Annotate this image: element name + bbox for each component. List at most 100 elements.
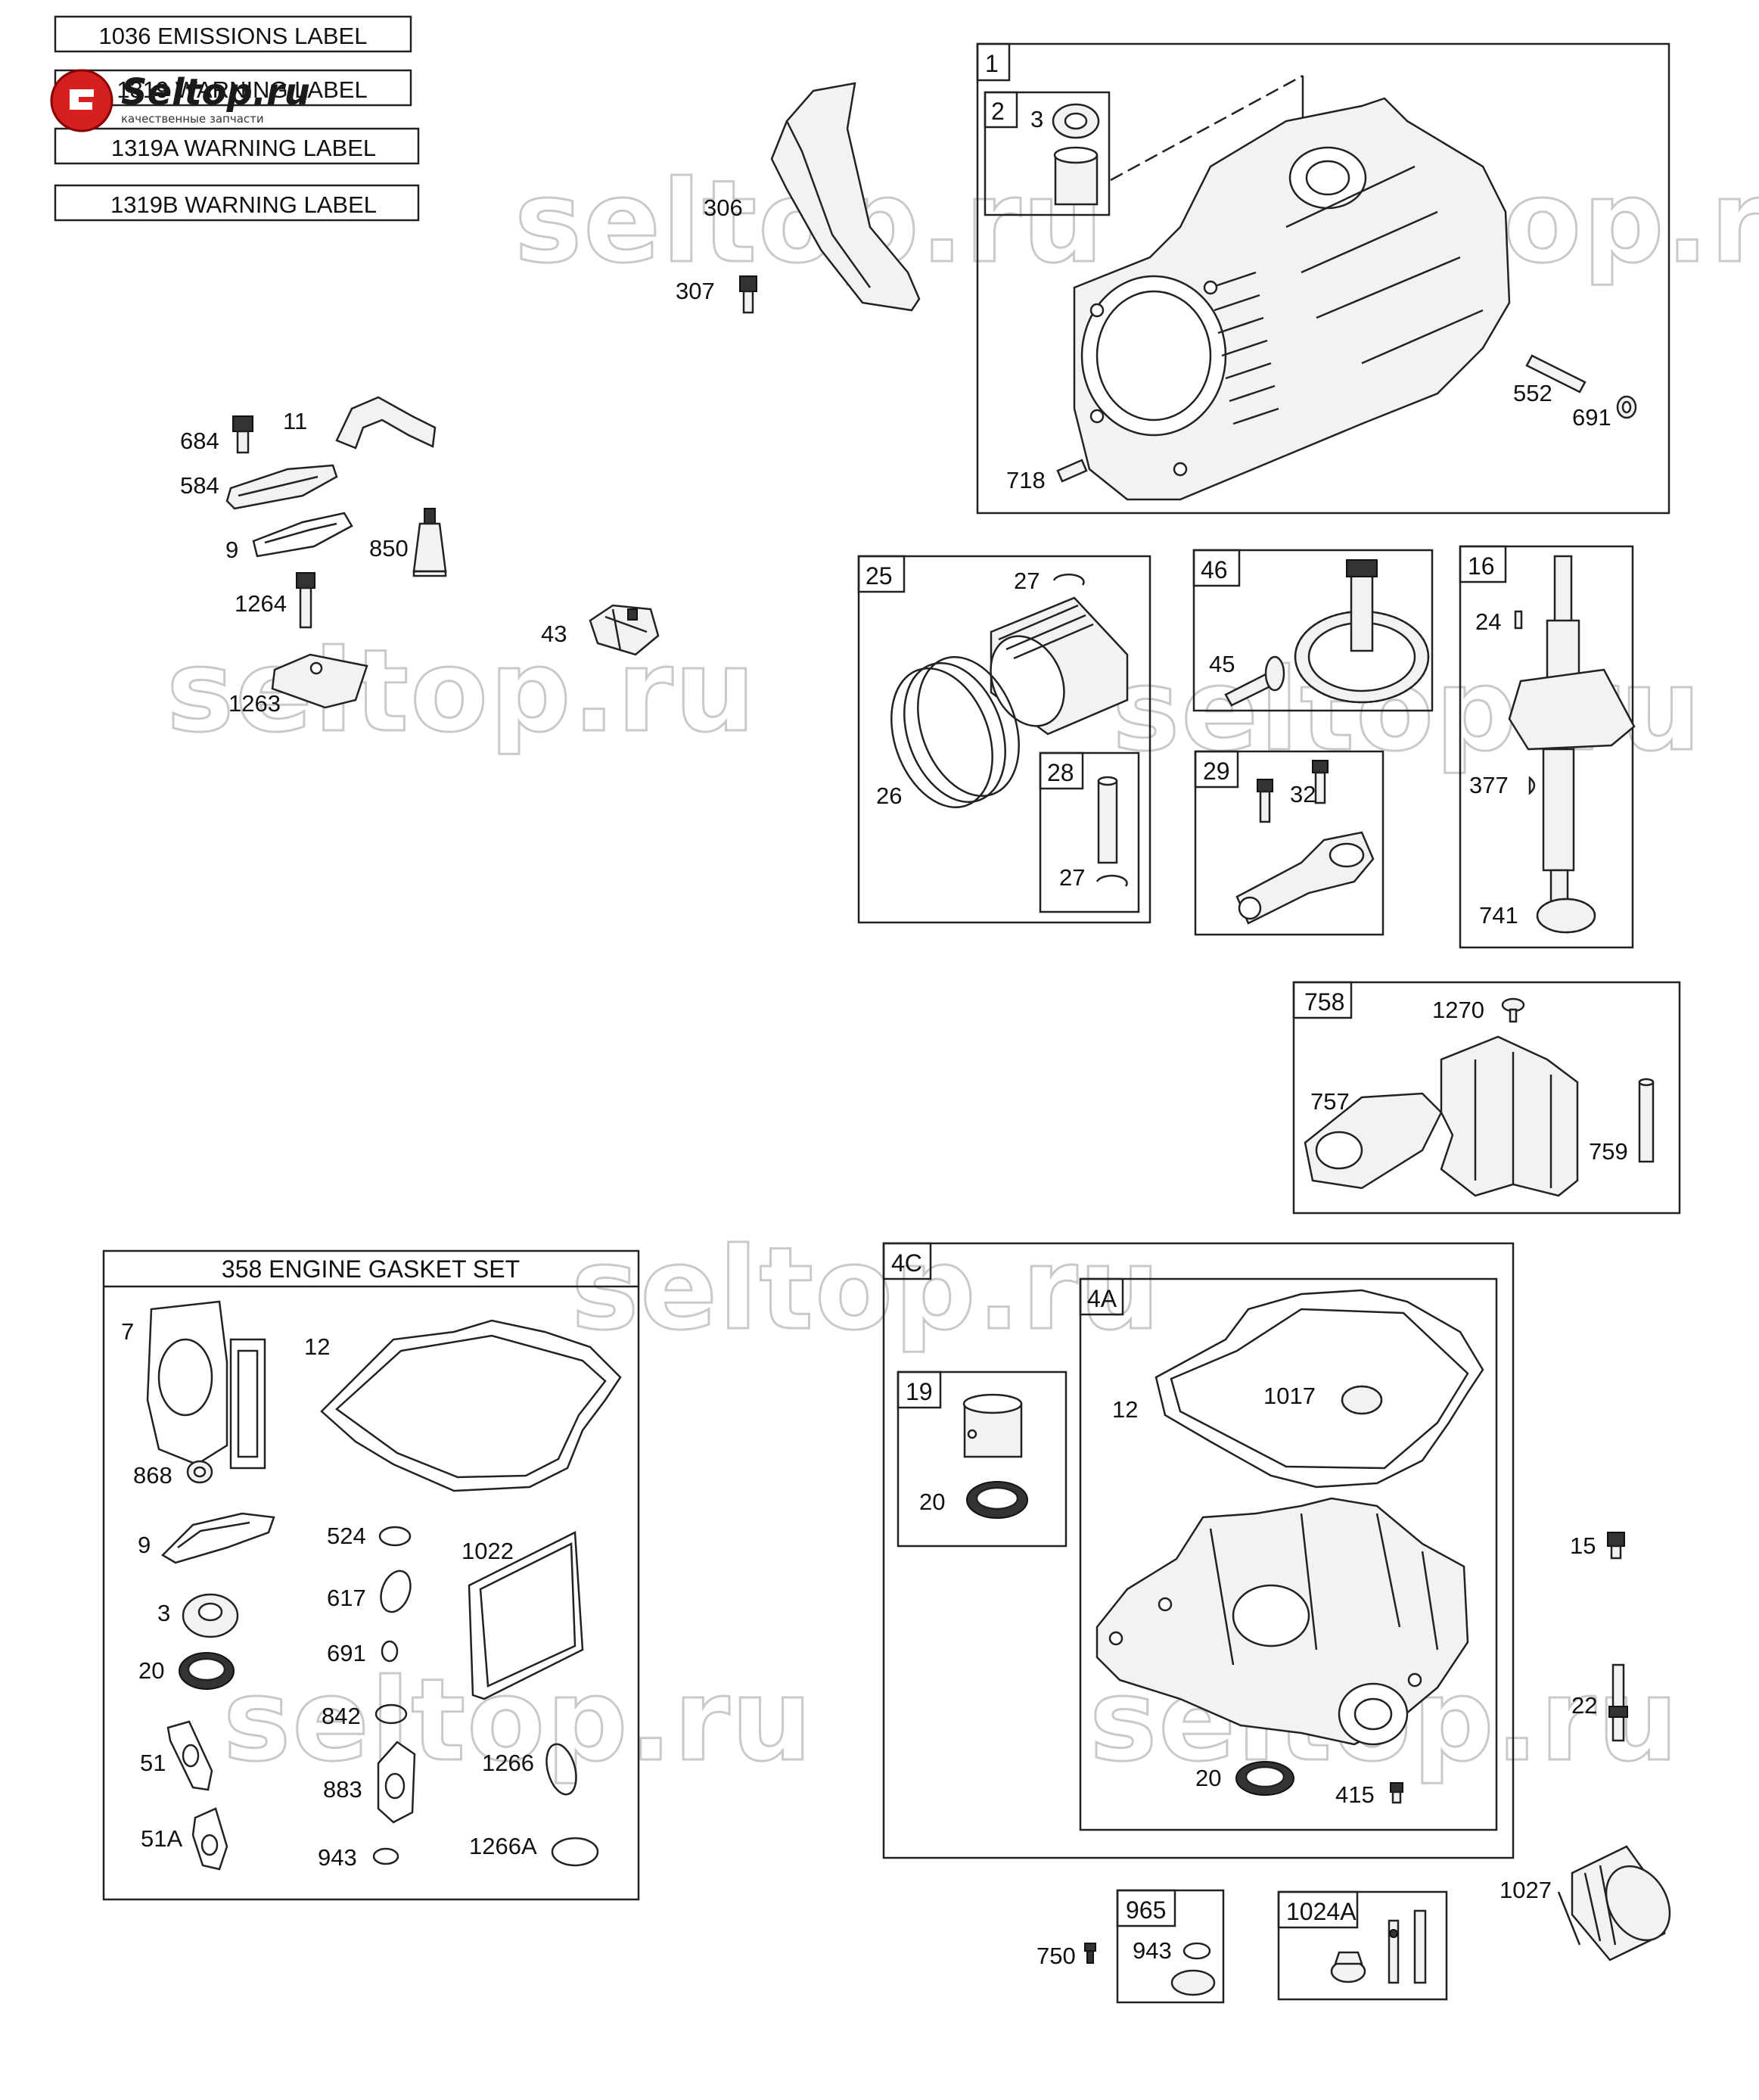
box-2-label: 2 [991,98,1005,125]
bolt-1264-icon [296,572,315,629]
ring-691-icon [1616,395,1637,419]
callout-1264: 1264 [235,590,287,617]
callout-9: 9 [225,537,238,563]
cylinder-block-icon [1073,97,1511,501]
oring-1266a-icon [551,1837,599,1867]
gasket-51a-icon [191,1807,228,1871]
plate-757-icon [1304,1092,1443,1190]
plug-415-icon [1390,1782,1403,1804]
callout-850: 850 [369,535,409,562]
oil-pump-icon [1330,1951,1366,1983]
box-358-title: 358 ENGINE GASKET SET [222,1255,520,1283]
callout-3: 3 [1030,106,1043,132]
callout-691: 691 [1572,404,1611,431]
sump-callout-20: 20 [1195,1765,1221,1791]
gasket-callout-943: 943 [318,1844,357,1871]
plug-15-icon [1607,1532,1625,1560]
oring-943-icon [372,1847,399,1865]
oring-1266-icon [545,1743,577,1796]
gasket-callout-617: 617 [327,1585,366,1611]
callout-943: 943 [1133,1937,1172,1964]
tappet-45-icon [1224,655,1285,707]
key-24-icon [1514,610,1523,630]
sump-icon [1095,1497,1469,1746]
oring-943b-icon [1183,1942,1211,1960]
gasket-callout-1022: 1022 [462,1538,514,1564]
housing-758-icon [1440,1035,1579,1197]
box-4c-label: 4C [891,1249,922,1277]
callout-1270: 1270 [1432,997,1484,1023]
callout-22: 22 [1571,1692,1597,1719]
callout-1263: 1263 [228,690,281,717]
logo-fist-icon [70,89,94,110]
box-1-cylinder: 1 2 3 552 [976,42,1670,515]
gasket-callout-9: 9 [138,1532,151,1558]
callout-684: 684 [180,428,219,454]
gasket-51-icon [166,1720,213,1791]
gasket-9b-icon [160,1512,275,1564]
key-377-icon [1528,776,1536,795]
box-358-gasket-set: 358 ENGINE GASKET SET 7 868 12 9 524 102… [102,1249,640,1901]
callout-1027: 1027 [1500,1877,1552,1903]
gasket-callout-3: 3 [157,1600,170,1626]
rod-bolt-icon-2 [1312,760,1329,804]
logo-brand: Seltop.ru [121,71,310,114]
gasket-callout-868: 868 [133,1462,172,1489]
callout-24: 24 [1475,608,1501,635]
box-1024a: 1024A [1277,1890,1448,2001]
gasket-callout-7: 7 [121,1318,134,1345]
gear-1017-icon [1341,1385,1383,1415]
gasket-callout-691: 691 [327,1640,366,1666]
callout-32: 32 [1290,781,1316,807]
sump-callout-415: 415 [1335,1781,1375,1808]
logo-badge-icon [50,69,113,132]
callout-45: 45 [1209,651,1235,677]
watermark-5: seltop.ru [571,1224,1161,1355]
callout-741: 741 [1479,902,1518,929]
loose-parts: 15 22 1027 [1500,1532,1671,1962]
oring-524-icon [378,1526,412,1547]
gasket-callout-1266: 1266 [482,1750,534,1776]
sleeve-icon [1053,146,1099,206]
box-758: 758 1270 757 759 [1292,981,1681,1215]
bracket-43-icon [589,604,660,656]
box-4c-sump: 4C 4A 12 1017 20 415 [882,1242,1515,1859]
breather-group: 684 11 584 9 850 1264 1263 [180,396,660,717]
callout-27b: 27 [1059,864,1085,891]
fitting-750-icon [1084,1943,1096,1964]
seal-868-icon [186,1460,213,1484]
callout-718: 718 [1006,467,1046,493]
box-46-cam: 46 45 [1192,549,1434,712]
gasket-callout-20: 20 [138,1657,164,1684]
box-965-label: 965 [1126,1896,1166,1924]
label-1036: 1036 EMISSIONS LABEL [99,23,368,49]
head-gasket-icon [146,1300,266,1470]
pin-759-icon [1638,1078,1655,1163]
rod-bolt-icon-1 [1257,779,1273,823]
gasket-callout-51: 51 [140,1750,166,1776]
label-1319: 1319 WARNING LABEL [117,76,367,103]
callout-15: 15 [1570,1532,1596,1559]
camshaft-gear-icon [1294,559,1430,704]
callout-552: 552 [1513,380,1552,406]
label-box-1036 [54,15,412,53]
dowel-718-icon [1056,459,1088,483]
gear-741-icon [1536,898,1596,934]
bearing-seal-icon [1052,103,1100,139]
callout-306: 306 [704,194,743,221]
cover-gasket-1022-icon [468,1531,584,1700]
callout-750: 750 [1036,1943,1076,1969]
box19-callout-20: 20 [919,1489,945,1515]
hose-11-icon [335,396,437,450]
box-1-label: 1 [985,50,999,77]
oring-617-icon [380,1570,412,1613]
cover-584-icon [225,464,338,510]
screw-1270-icon [1501,997,1525,1023]
gasket-callout-524: 524 [327,1523,366,1549]
gasket-callout-842: 842 [322,1703,361,1729]
callout-757: 757 [1310,1088,1350,1115]
gasket-callout-883: 883 [323,1776,362,1803]
label-1319b: 1319B WARNING LABEL [110,191,377,218]
circlip-27b-icon [1095,874,1128,887]
